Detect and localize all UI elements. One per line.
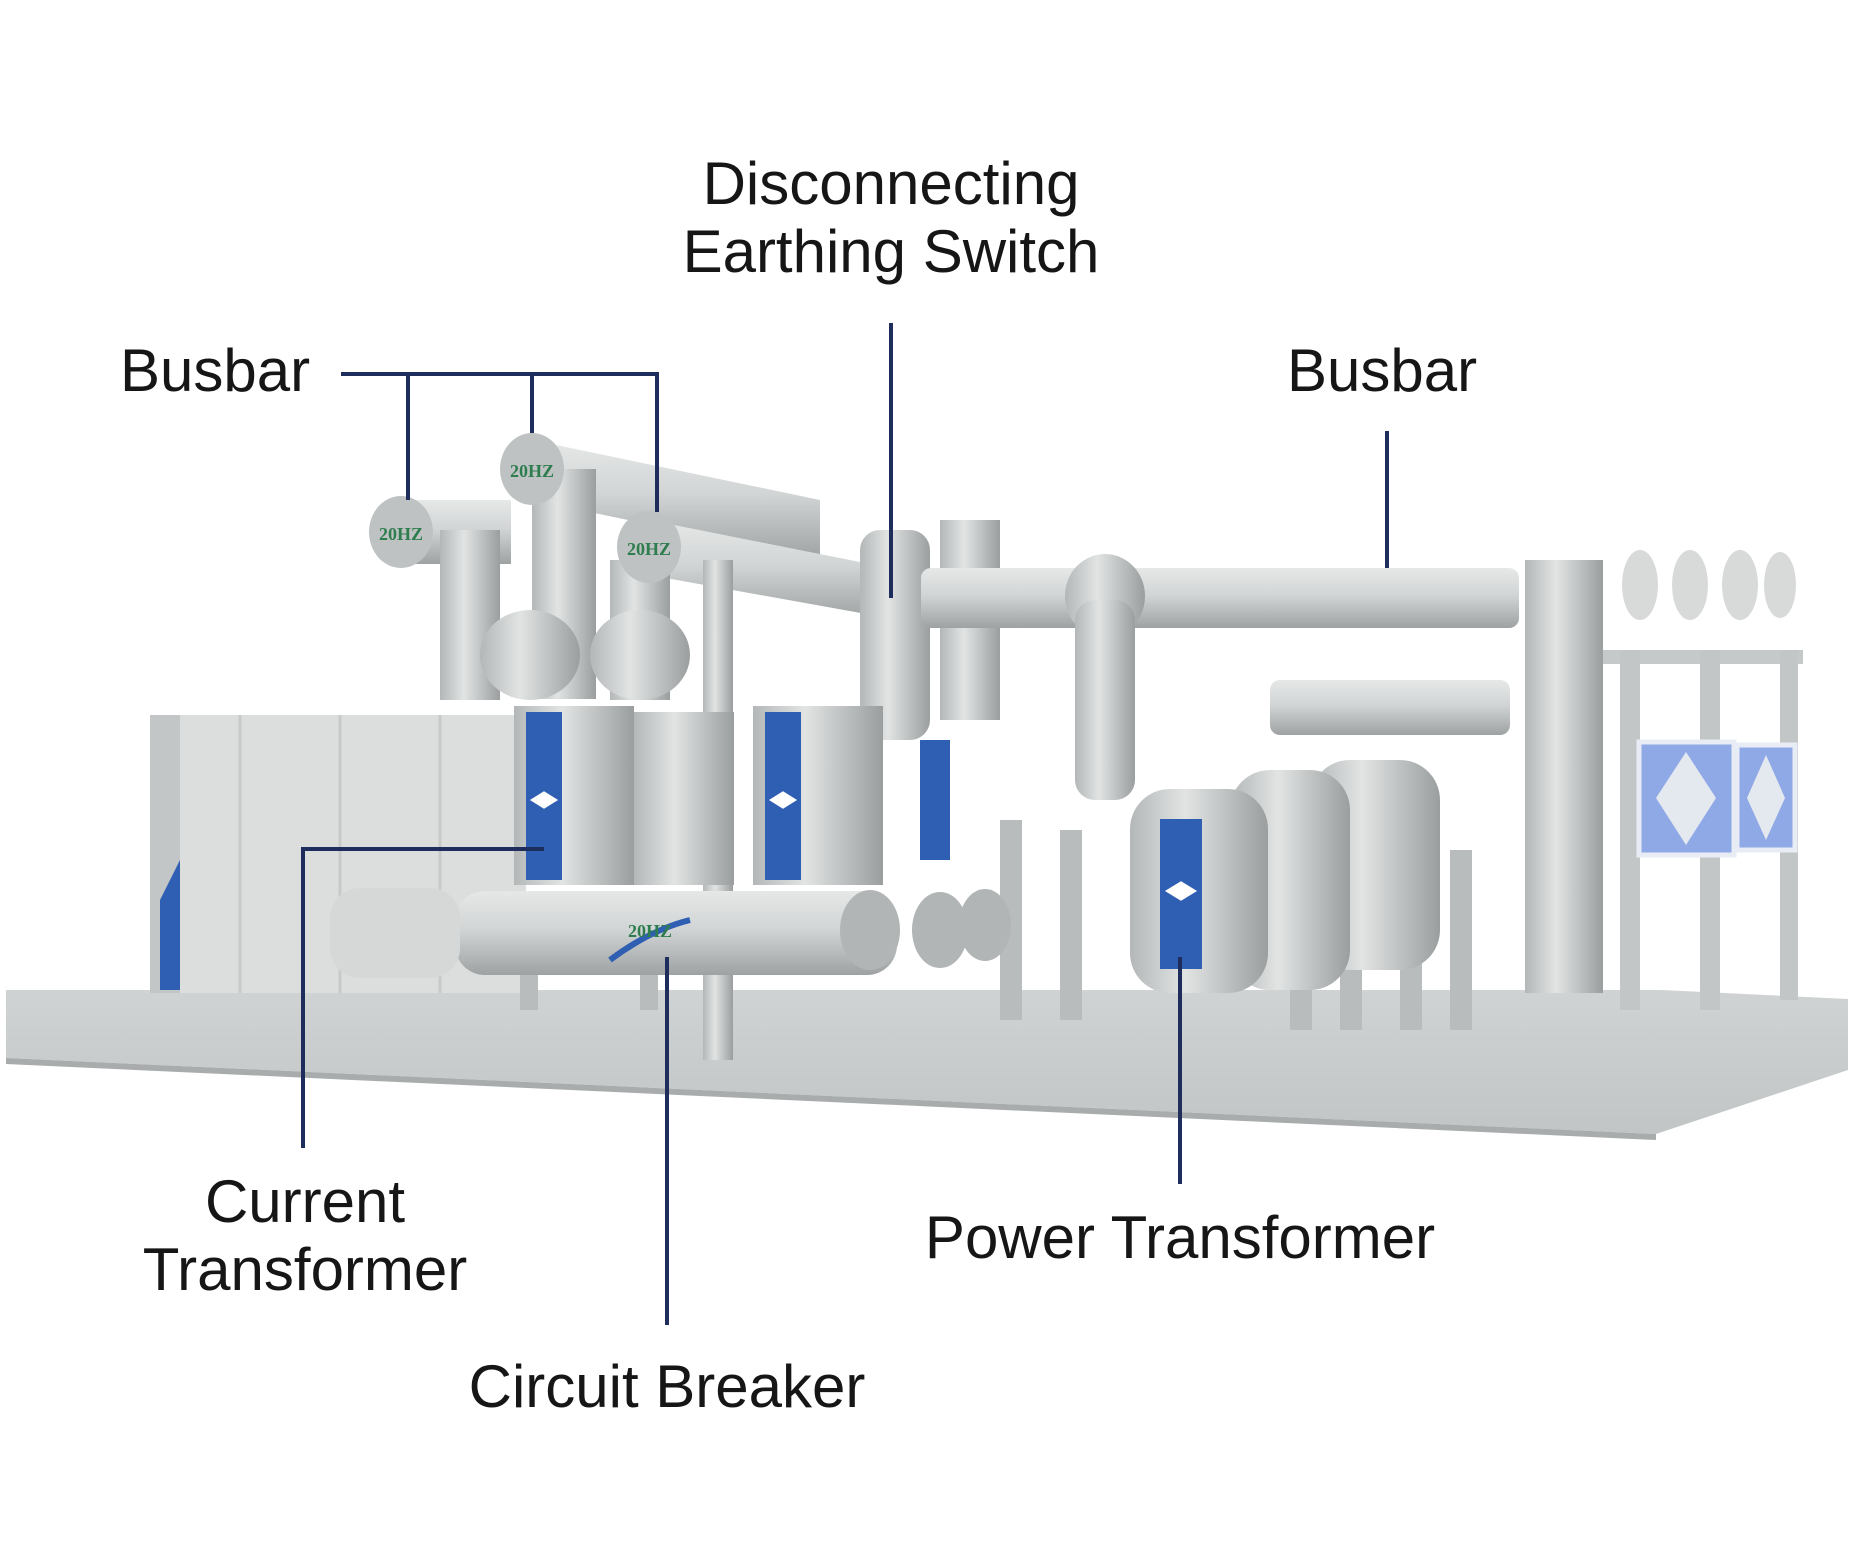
flange-marking: 20HZ bbox=[627, 539, 671, 559]
breaker-vessel bbox=[753, 706, 950, 885]
current-transformer-vessel bbox=[514, 706, 734, 885]
label-busbar-left: Busbar bbox=[120, 337, 311, 404]
label-line: Transformer bbox=[142, 1236, 468, 1303]
busbar-flange: 20HZ bbox=[369, 496, 433, 568]
label-line: Disconnecting bbox=[702, 150, 1080, 217]
right-support-frame bbox=[1525, 550, 1803, 1010]
leader-current-transformer bbox=[301, 847, 544, 1148]
leader-lines bbox=[301, 323, 1389, 1325]
label-line: Earthing Switch bbox=[682, 218, 1100, 285]
flange-marking: 20HZ bbox=[510, 461, 554, 481]
circuit-breaker-tank: 20HZ bbox=[330, 888, 1011, 978]
leader-busbar-left bbox=[341, 372, 659, 512]
label-disconnecting-earthing-switch: Disconnecting Earthing Switch bbox=[641, 150, 1141, 286]
label-line: Current bbox=[204, 1168, 406, 1235]
label-current-transformer: Current Transformer bbox=[105, 1168, 505, 1304]
label-circuit-breaker: Circuit Breaker bbox=[468, 1353, 866, 1420]
tank-marking: 20HZ bbox=[628, 921, 672, 941]
busbar-pipe-right bbox=[921, 554, 1519, 800]
power-transformer-vessel bbox=[1130, 760, 1440, 993]
label-busbar-right: Busbar bbox=[1287, 337, 1478, 404]
base-platform bbox=[6, 990, 1848, 1134]
busbar-flange: 20HZ bbox=[617, 511, 681, 583]
flange-marking: 20HZ bbox=[379, 524, 423, 544]
label-power-transformer: Power Transformer bbox=[924, 1204, 1436, 1271]
busbar-flange: 20HZ bbox=[500, 433, 564, 505]
